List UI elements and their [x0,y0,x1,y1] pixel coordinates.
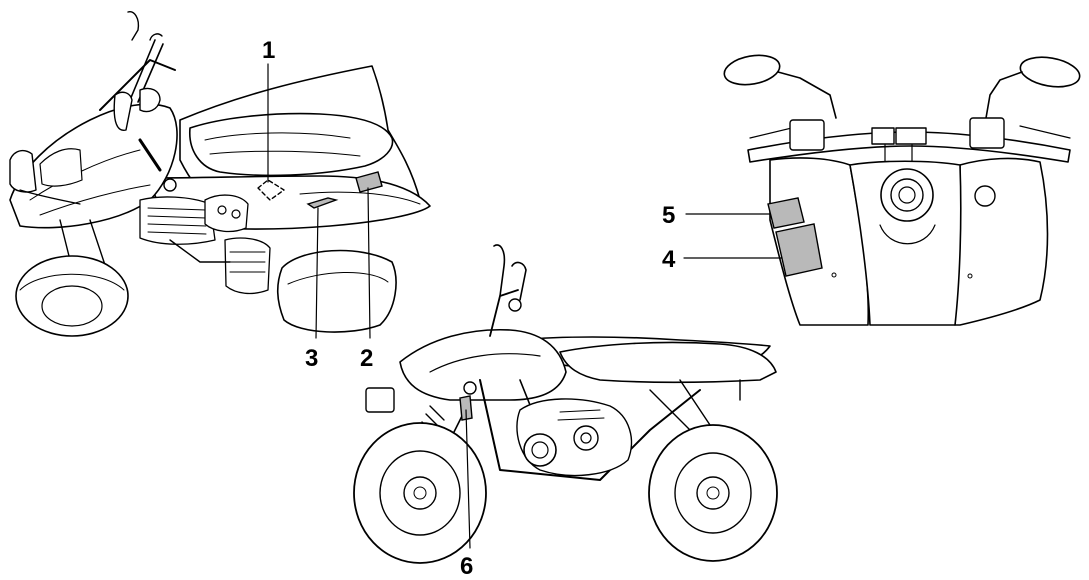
callout-2: 2 [360,345,373,372]
front-wheel-side [353,422,487,564]
atv-handlebar-top-view: 5 4 [662,54,1081,326]
leader-line-2 [367,187,371,339]
label-location-2 [355,171,383,193]
callout-6: 6 [460,553,473,580]
mirror-left [723,54,837,119]
atv-side-view: 6 [353,244,778,580]
label-location-4 [775,223,823,277]
callout-4: 4 [662,246,676,273]
label-location-6 [459,395,473,421]
mirror-right [985,56,1081,119]
atv-front-quarter-view: 1 2 3 [9,11,431,372]
fuel-cap [880,168,934,222]
label-location-3 [306,197,339,209]
leader-line-6 [465,409,471,549]
rear-wheel-side [648,424,778,562]
engine [516,398,633,477]
front-wheel-left [15,255,129,337]
callout-1: 1 [262,37,275,64]
callout-5: 5 [662,202,675,229]
leader-line-3 [315,207,319,339]
callout-3: 3 [305,345,318,372]
label-location-1 [257,179,285,201]
label-location-5 [767,197,805,229]
rear-wheel-left [276,249,397,333]
